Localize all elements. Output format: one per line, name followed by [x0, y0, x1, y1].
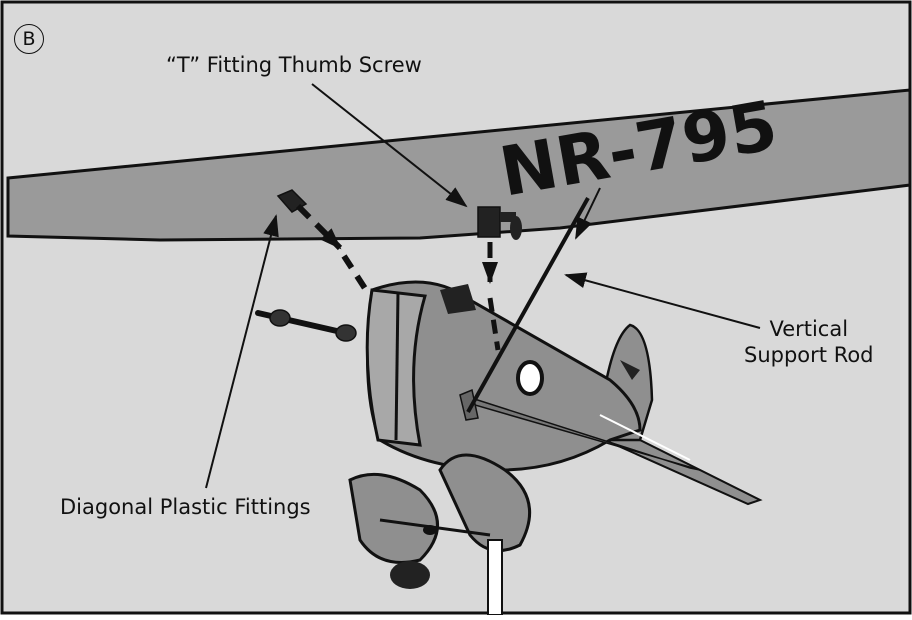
leader-line-vertical-rod	[564, 272, 761, 329]
aircraft-body	[348, 280, 763, 616]
assembly-guide-t-fitting-lower	[487, 297, 501, 351]
assembly-guide-diagonal	[295, 203, 343, 251]
t-fitting-thumb-screw	[477, 206, 522, 240]
label-vertical-support-rod-line1: Vertical	[769, 317, 849, 341]
diagonal-plastic-fitting-rod	[255, 309, 357, 342]
step-badge: B	[14, 24, 44, 54]
vertical-support-rod	[466, 197, 590, 413]
leader-line-rod-top	[575, 187, 601, 240]
leader-line-diagonal	[205, 214, 279, 489]
label-diagonal-plastic-fittings: Diagonal Plastic Fittings	[60, 495, 311, 519]
leader-line-t-fitting	[311, 83, 468, 208]
label-vertical-support-rod-line2: Support Rod	[744, 343, 874, 367]
assembly-guide-diagonal-lower	[341, 254, 369, 292]
label-t-fitting-thumb-screw: “T” Fitting Thumb Screw	[166, 53, 422, 77]
label-vertical-support-rod: Vertical Support Rod	[744, 316, 874, 368]
